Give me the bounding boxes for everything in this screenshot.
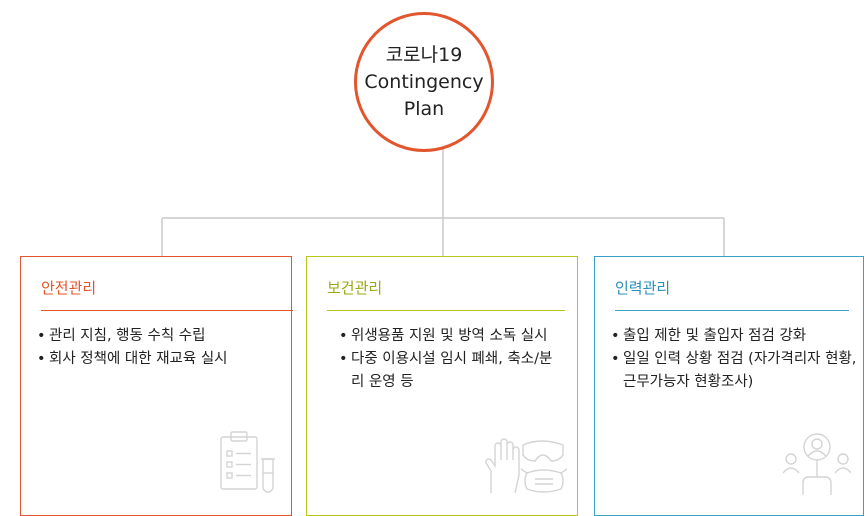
glove-goggles-mask-icon bbox=[485, 438, 567, 494]
hub-title-line: Plan bbox=[403, 97, 445, 120]
box-title: 보건관리 bbox=[327, 279, 383, 297]
hub-title-line: 코로나19 bbox=[385, 43, 463, 66]
personnel-management-box: 인력관리 출입 제한 및 출입자 점검 강화 일일 인력 상황 점검 (자가격리… bbox=[594, 256, 864, 516]
list-item: 일일 인력 상황 점검 (자가격리자 현황, 근무가능자 현황조사) bbox=[611, 348, 861, 394]
box-title: 안전관리 bbox=[41, 279, 97, 297]
title-divider bbox=[615, 310, 849, 311]
list-item: 위생용품 지원 및 방역 소독 실시 bbox=[339, 325, 559, 348]
bullet-list: 위생용품 지원 및 방역 소독 실시 다중 이용시설 임시 폐쇄, 축소/분리 … bbox=[339, 325, 559, 394]
list-item: 다중 이용시설 임시 폐쇄, 축소/분리 운영 등 bbox=[339, 348, 559, 394]
central-hub-circle: 코로나19 Contingency Plan bbox=[354, 12, 494, 152]
title-divider bbox=[41, 310, 293, 311]
list-item: 관리 지침, 행동 수칙 수립 bbox=[37, 325, 289, 348]
health-management-box: 보건관리 위생용품 지원 및 방역 소독 실시 다중 이용시설 임시 폐쇄, 축… bbox=[306, 256, 578, 516]
bullet-list: 관리 지침, 행동 수칙 수립 회사 정책에 대한 재교육 실시 bbox=[37, 325, 289, 371]
people-search-icon bbox=[782, 433, 851, 495]
title-divider bbox=[327, 310, 565, 311]
hub-title: 코로나19 Contingency Plan bbox=[359, 42, 489, 123]
bullet-list: 출입 제한 및 출입자 점검 강화 일일 인력 상황 점검 (자가격리자 현황,… bbox=[611, 325, 861, 394]
list-item: 출입 제한 및 출입자 점검 강화 bbox=[611, 325, 861, 348]
safety-management-box: 안전관리 관리 지침, 행동 수칙 수립 회사 정책에 대한 재교육 실시 bbox=[20, 256, 293, 516]
clipboard-test-tube-icon bbox=[220, 431, 275, 493]
hub-title-line: Contingency bbox=[364, 70, 484, 93]
box-title: 인력관리 bbox=[615, 279, 671, 297]
list-item: 회사 정책에 대한 재교육 실시 bbox=[37, 348, 289, 371]
